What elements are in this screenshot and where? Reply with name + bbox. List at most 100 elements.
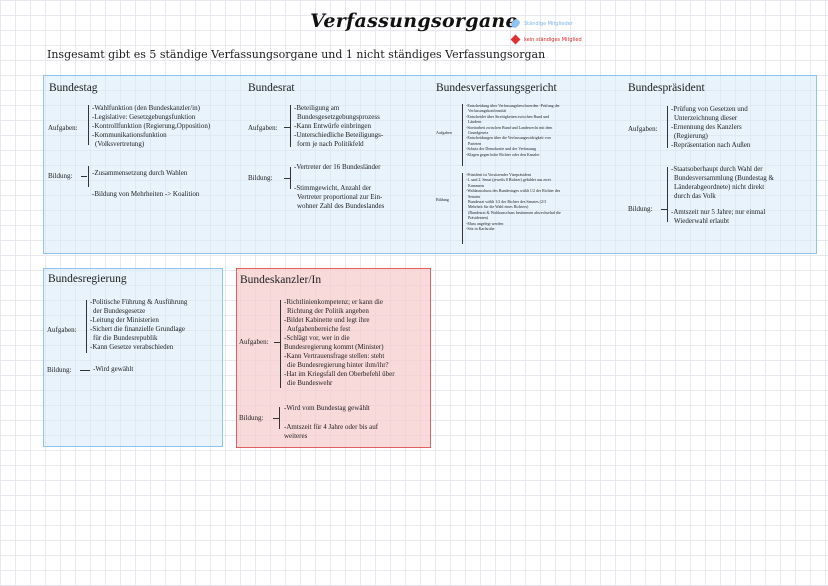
list-item: durch das Volk (674, 192, 716, 200)
bundestag-bildung-brace (88, 166, 89, 187)
list-item: -Kann Vertrauensfrage stellen: steht (284, 352, 385, 360)
list-item: -Wird vom Bundestag gewählt (284, 404, 370, 412)
list-item: weiteres (284, 432, 308, 440)
list-item: -1. und 2. Senat (jeweils 8 Richter) geb… (466, 177, 551, 183)
bundeskanzler-bildung-brace (279, 407, 280, 429)
bundeskanzler-aufgaben-list: -Richtlinienkompetenz; er kann die Richt… (284, 298, 395, 388)
list-item: -Streitarbeit zwischen Bund und Landesre… (466, 124, 553, 130)
legend-permanent-label: Ständige Mitglieder (524, 20, 573, 27)
list-item: Kammern (468, 182, 484, 188)
bundespraesident-title: Bundespräsident (628, 82, 705, 94)
list-item: -Amtszeit nur 5 Jahre; nur einmal (671, 208, 766, 216)
list-item: form je nach Politikfeld (297, 140, 364, 148)
list-item: -Beteiligung am (294, 104, 340, 112)
bundesrat-aufgaben-list: -Beteiligung am Bundesgesetzgebungsproze… (294, 104, 383, 149)
bundeskanzler-title: Bundeskanzler/In (240, 274, 322, 286)
list-item: -Schlägt vor, wer in die (284, 334, 350, 342)
bundesrat-bildung-brace (290, 167, 291, 189)
list-item: -Hat im Kriegsfall den Oberbefehl über (284, 370, 395, 378)
bundesrat-bildung-label: Bildung: (248, 174, 273, 182)
list-item: -Legislative: Gesetzgebungsfunktion (92, 113, 196, 121)
list-item: Senates (468, 193, 481, 199)
list-item: Unterzeichnung dieser (674, 114, 738, 122)
bverfg-title: Bundesverfassungsgericht (436, 82, 557, 94)
list-item: Vertreter proportional zur Ein- (297, 193, 383, 201)
bundeskanzler-bildung-label: Bildung: (239, 414, 264, 422)
bundespraesident-bildung-label: Bildung: (628, 205, 653, 213)
bundestag-aufgaben-brace (88, 105, 89, 145)
list-item: -Politische Führung & Ausführung (90, 298, 188, 306)
list-item: für die Bundesrepublik (93, 334, 158, 342)
list-item: Ländern (468, 119, 482, 125)
list-item: Grundgesetz (468, 130, 489, 136)
bundespraesident-bildung-brace (667, 167, 668, 222)
list-item: -Muss angelegt werden (466, 220, 504, 226)
bundesregierung-aufgaben-brace (86, 300, 87, 353)
bundeskanzler-aufgaben-brace (280, 300, 281, 388)
list-item: Bundesrat wählt 1/2 der Richter des Sena… (468, 199, 547, 205)
page-title: Verfassungsorgane (310, 10, 518, 32)
list-item: Bundesversammlung (Bundestag & (674, 174, 774, 182)
list-item: -Repräsentation nach Außen (671, 141, 751, 149)
list-item: -Richtlinienkompetenz; er kann die (284, 298, 383, 306)
bverfg-aufgaben-brace (462, 104, 463, 166)
bundestag-bildung-label: Bildung: (48, 172, 73, 180)
list-item: Länderabgeordnete) nicht direkt (674, 183, 765, 191)
list-item: Parteien (468, 140, 482, 146)
bundeskanzler-aufgaben-label: Aufgaben: (239, 338, 269, 346)
list-item: -Kann Entwürfe einbringen (294, 122, 371, 130)
bundesrat-aufgaben-label: Aufgaben: (248, 124, 278, 132)
list-item: -Staatsoberhaupt durch Wahl der (671, 165, 763, 173)
list-item: -Amtszeit für 4 Jahre oder bis auf (284, 423, 379, 431)
bundesrat-aufgaben-brace (290, 105, 291, 147)
list-item: die Bundesregierung hinter ihm/ihr? (287, 361, 389, 369)
list-item: -Stimmgewicht, Anzahl der (294, 184, 372, 192)
list-item: Bundesgesetzgebungsprozess (297, 113, 380, 121)
legend-nonpermanent: kein ständiges Mitglied (510, 34, 582, 45)
list-item: -Sitz in Karlsruhe (466, 226, 495, 232)
list-item: -Leitung der Ministerien (90, 316, 159, 324)
list-item: Aufgabenbereiche fest (287, 325, 351, 333)
list-item: -Kontrollfunktion (Regierung,Opposition) (92, 122, 211, 130)
list-item: -Unterschiedliche Beteiligungs- (294, 131, 384, 139)
list-item: -Schutz der Demokratie und der Verfassun… (466, 146, 537, 152)
list-item: Mehrheit für die Wahl eines Richters) (468, 204, 529, 210)
bundesrat-bildung-list: -Vertreter der 16 Bundesländer -Stimmgew… (294, 163, 384, 211)
list-item: -Sichert die finanzielle Grundlage (90, 325, 186, 333)
permanent-organs-panel (43, 75, 817, 254)
bundespraesident-aufgaben-brace (667, 106, 668, 148)
bundespraesident-bildung-list: -Staatsoberhaupt durch Wahl der Bundesve… (671, 165, 774, 226)
bverfg-aufgaben-list: -Entscheidung über Verfassungsbeschwerde… (466, 103, 560, 157)
list-item: -Kann Gesetze verabschieden (90, 343, 174, 351)
list-item: -Entscheidung über Verfassungsbeschwerde… (466, 103, 560, 108)
list-item: -Bildet Kabinette und legt ihre (284, 316, 370, 324)
summary-text: Insgesamt gibt es 5 ständige Verfassungs… (47, 48, 546, 61)
list-item: -Vertreter der 16 Bundesländer (294, 163, 381, 171)
list-item: Richtung der Politik angeben (287, 307, 369, 315)
list-item: -Prüfung von Gesetzen und (671, 105, 748, 113)
list-item: Präsidenten) (468, 215, 488, 221)
bundestag-title: Bundestag (49, 82, 98, 94)
list-item: -Wird gewählt (93, 365, 134, 373)
list-item: -Wahlausschuss des Bundestages wählt 1/2… (466, 188, 561, 194)
list-item: (Bundesrat & Wahlausschuss bestimmen abw… (468, 209, 561, 215)
bverfg-aufgaben-label: Aufgaben (436, 130, 452, 135)
list-item: -Ernennung des Kanzlers (671, 123, 742, 131)
list-item: -Klagen gegen hohe Richter oder den Kanz… (466, 151, 540, 157)
list-item: -Wahlfunktion (den Bundeskanzler/in) (92, 104, 200, 112)
list-item: -Entscheidungen über die Verfassungswidr… (466, 135, 551, 141)
bundestag-aufgaben-list: -Wahlfunktion (den Bundeskanzler/in) -Le… (92, 104, 210, 149)
bundesrat-title: Bundesrat (248, 82, 295, 94)
bundestag-bildung-list: -Zusammensetzung durch Wahlen -Bildung v… (92, 163, 199, 205)
legend-permanent: Ständige Mitglieder (509, 17, 573, 30)
bundesregierung-aufgaben-list: -Politische Führung & Ausführung der Bun… (90, 298, 187, 352)
list-item: -Bildung von Mehrheiten -> Koalition (92, 190, 200, 198)
bverfg-bildung-list: -Präsident ist Vorsitzender Vizepräsiden… (466, 172, 561, 231)
bverfg-bildung-label: Bildung (436, 197, 449, 202)
bundesregierung-aufgaben-label: Aufgaben: (47, 326, 77, 334)
bundespraesident-aufgaben-list: -Prüfung von Gesetzen und Unterzeichnung… (671, 105, 750, 150)
bundesregierung-panel (43, 268, 223, 447)
list-item: Wiederwahl erlaubt (674, 217, 730, 225)
bundesregierung-bildung-list: -Wird gewählt (93, 365, 133, 374)
blue-diamond-icon (509, 17, 522, 30)
